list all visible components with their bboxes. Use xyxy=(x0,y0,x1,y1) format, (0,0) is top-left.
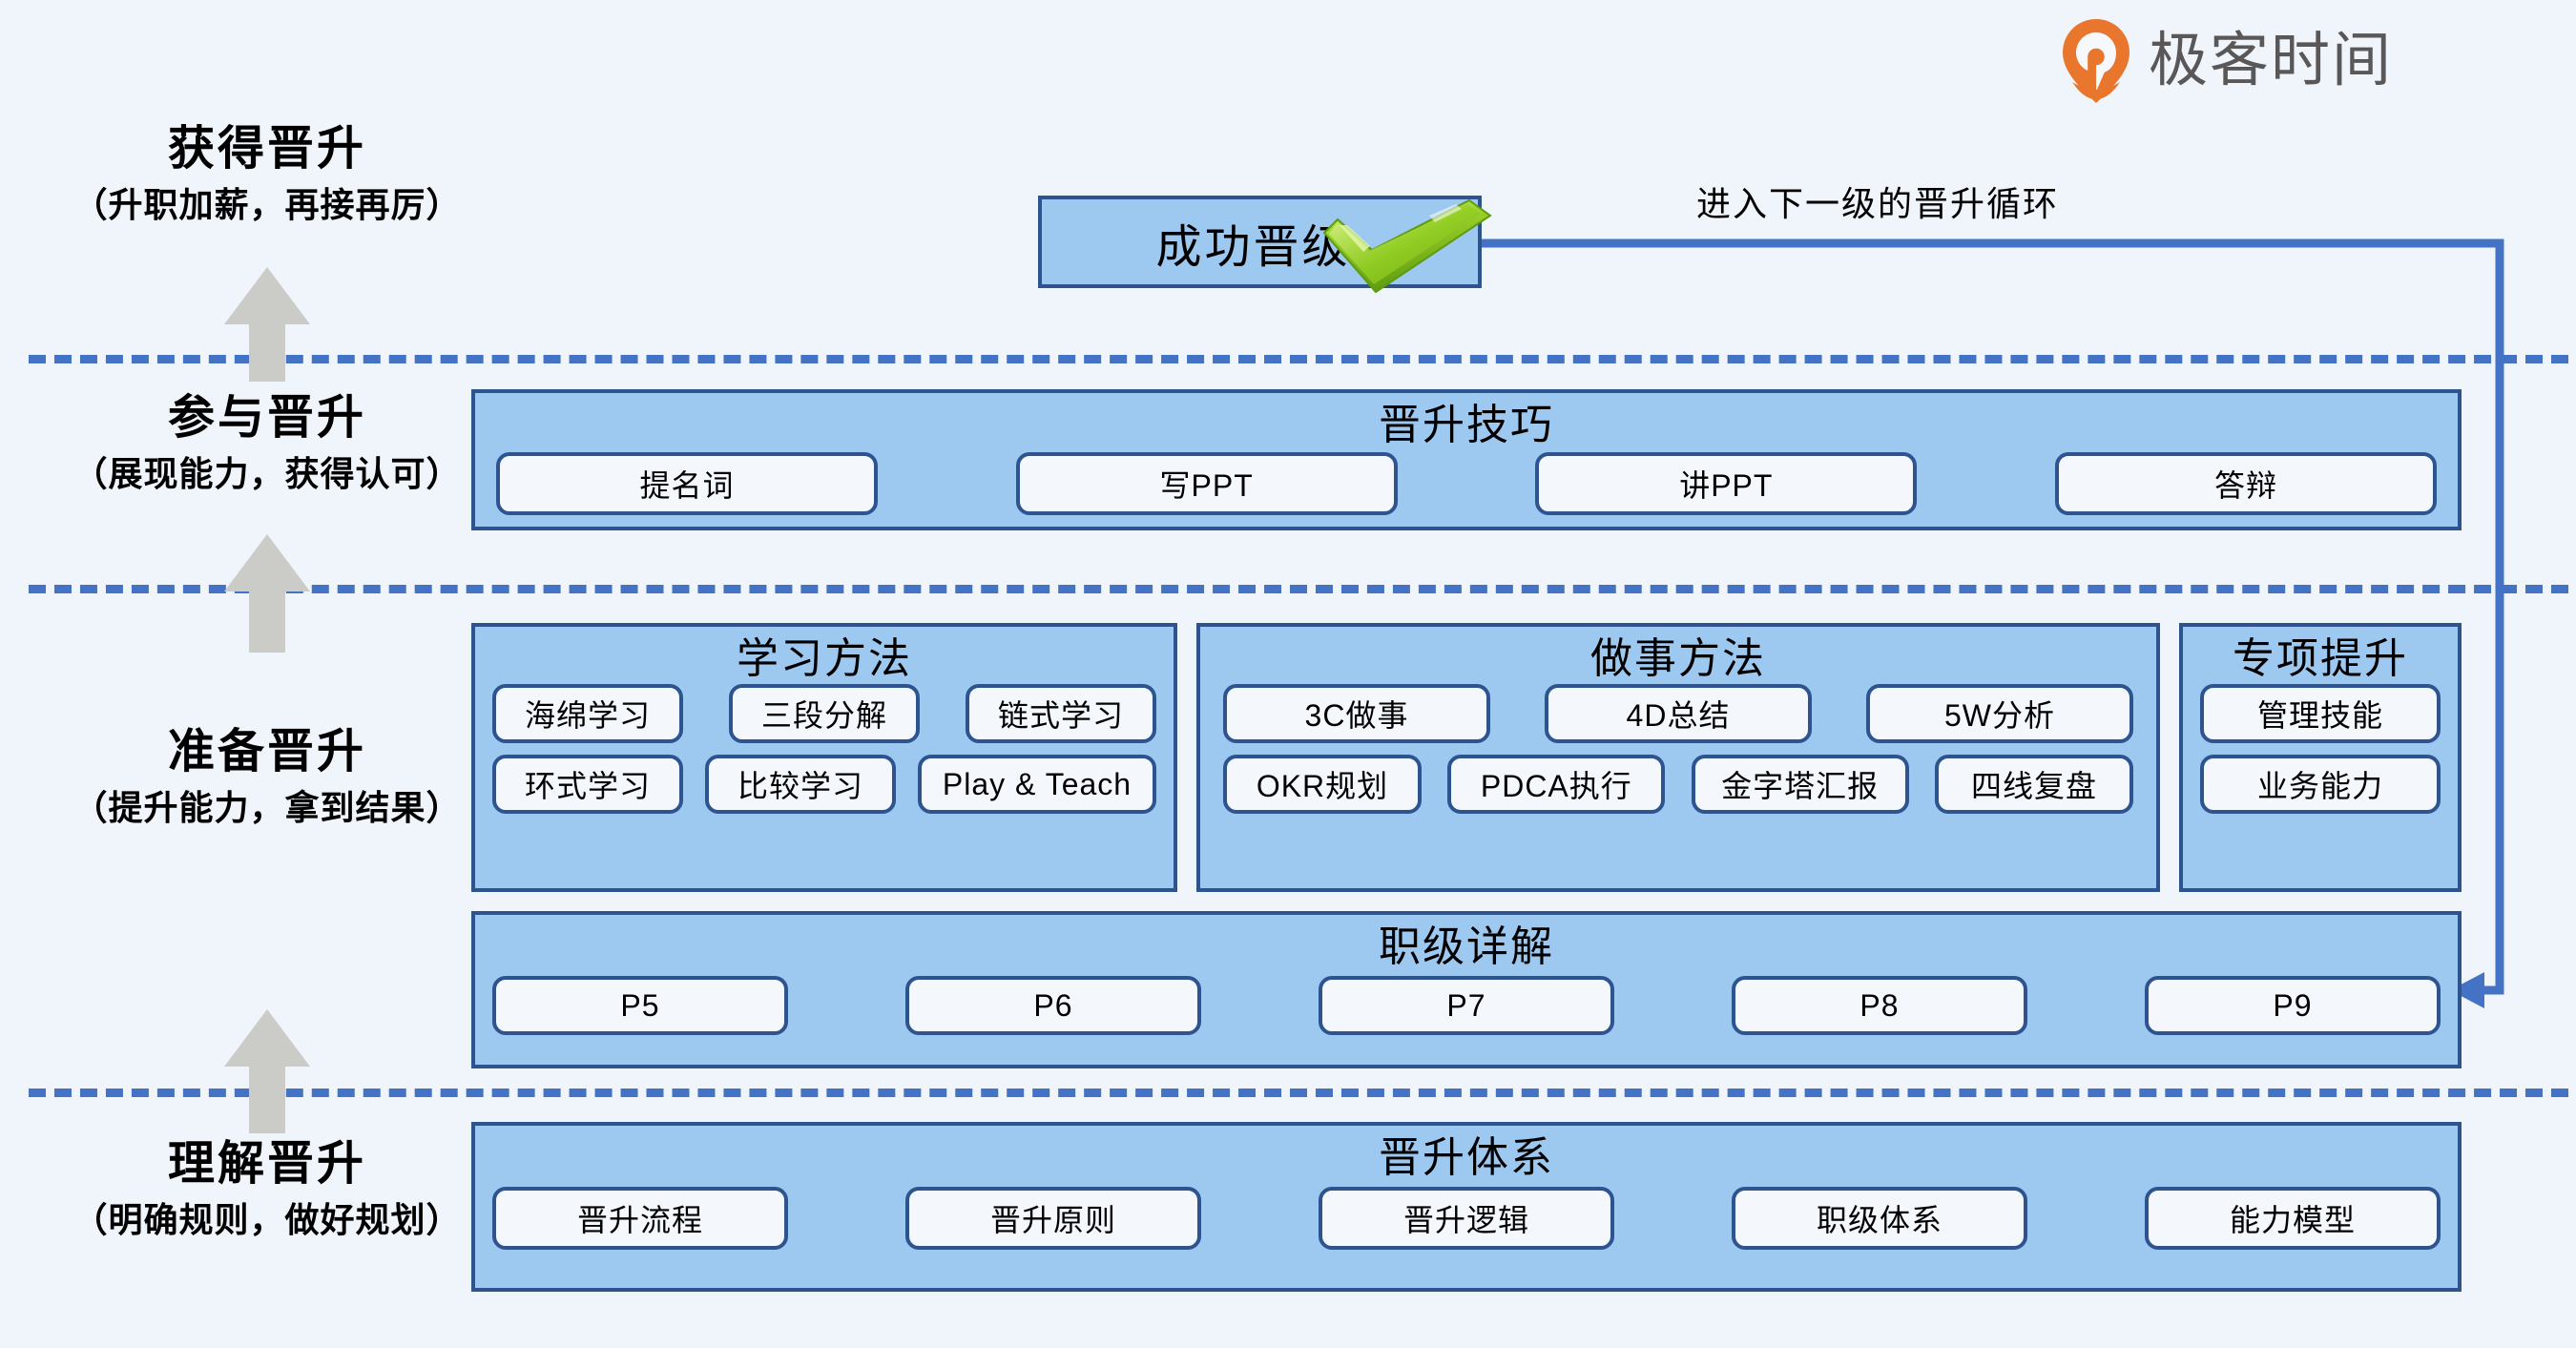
chip-sponge-study[interactable]: 海绵学习 xyxy=(492,684,683,744)
chip-level-system[interactable]: 职级体系 xyxy=(1732,1187,2027,1251)
stage-arrow-up-2 xyxy=(200,534,334,653)
chip-write-ppt[interactable]: 写PPT xyxy=(1015,452,1398,516)
stage-label-understand: 理解晋升 （明确规则，做好规划） xyxy=(73,1138,462,1239)
divider-line-2 xyxy=(29,585,2568,593)
chip-defense[interactable]: 答辩 xyxy=(2054,452,2437,516)
band-study-methods: 学习方法 海绵学习 三段分解 链式学习 环式学习 比较学习 Play & Tea… xyxy=(471,623,1177,892)
loop-arrow-label: 进入下一级的晋升循环 xyxy=(1696,184,2060,223)
chip-level-p7[interactable]: P7 xyxy=(1319,976,1614,1036)
geektime-pin-icon xyxy=(2061,17,2131,105)
chip-level-p9[interactable]: P9 xyxy=(2145,976,2441,1036)
chip-play-teach[interactable]: Play & Teach xyxy=(918,755,1156,815)
chip-level-p5[interactable]: P5 xyxy=(492,976,788,1036)
chip-promotion-logic[interactable]: 晋升逻辑 xyxy=(1319,1187,1614,1251)
chip-4d-summary[interactable]: 4D总结 xyxy=(1545,684,1812,744)
band-title-promotion-system: 晋升体系 xyxy=(1379,1134,1554,1181)
divider-line-1 xyxy=(29,355,2568,363)
band-promotion-skills: 晋升技巧 提名词 写PPT 讲PPT 答辩 xyxy=(471,389,2462,530)
success-promotion-label: 成功晋级 xyxy=(1155,221,1351,273)
stage-label-obtain: 获得晋升 （升职加薪，再接再厉） xyxy=(73,123,462,224)
brand-logo: 极客时间 xyxy=(2061,17,2393,105)
brand-name: 极客时间 xyxy=(2149,28,2394,93)
band-title-level-details: 职级详解 xyxy=(1379,923,1554,970)
chip-ring-study[interactable]: 环式学习 xyxy=(492,755,683,815)
chip-business-ability[interactable]: 业务能力 xyxy=(2200,755,2441,815)
chip-level-p6[interactable]: P6 xyxy=(905,976,1201,1036)
stage-arrow-up-1 xyxy=(200,267,334,382)
band-promotion-system: 晋升体系 晋升流程 晋升原则 晋升逻辑 职级体系 能力模型 xyxy=(471,1122,2462,1292)
chip-chain-study[interactable]: 链式学习 xyxy=(966,684,1156,744)
chip-promotion-process[interactable]: 晋升流程 xyxy=(492,1187,788,1251)
success-promotion-box[interactable]: 成功晋级 xyxy=(1038,196,1482,288)
band-level-details: 职级详解 P5 P6 P7 P8 P9 xyxy=(471,911,2462,1068)
chip-competency-model[interactable]: 能力模型 xyxy=(2145,1187,2441,1251)
stage-label-participate: 参与晋升 （展现能力，获得认可） xyxy=(73,392,462,493)
chip-four-line-review[interactable]: 四线复盘 xyxy=(1934,755,2133,815)
chip-management-skill[interactable]: 管理技能 xyxy=(2200,684,2441,744)
band-title-work-methods: 做事方法 xyxy=(1590,635,1766,682)
stage-arrow-up-3 xyxy=(200,1009,334,1133)
chip-3c-doing[interactable]: 3C做事 xyxy=(1223,684,1490,744)
chip-pyramid-report[interactable]: 金字塔汇报 xyxy=(1691,755,1909,815)
chip-present-ppt[interactable]: 讲PPT xyxy=(1535,452,1918,516)
chip-5w-analysis[interactable]: 5W分析 xyxy=(1866,684,2133,744)
band-title-promotion-skills: 晋升技巧 xyxy=(1379,402,1554,448)
chip-pdca-execute[interactable]: PDCA执行 xyxy=(1447,755,1666,815)
band-title-study-methods: 学习方法 xyxy=(737,635,912,682)
chip-level-p8[interactable]: P8 xyxy=(1732,976,2027,1036)
chip-okr-plan[interactable]: OKR规划 xyxy=(1223,755,1422,815)
chip-three-stage[interactable]: 三段分解 xyxy=(729,684,920,744)
band-work-methods: 做事方法 3C做事 4D总结 5W分析 OKR规划 PDCA执行 金字塔汇报 四… xyxy=(1196,623,2160,892)
divider-line-3 xyxy=(29,1089,2568,1097)
chip-timing-ci[interactable]: 提名词 xyxy=(496,452,878,516)
stage-label-prepare: 准备晋升 （提升能力，拿到结果） xyxy=(73,726,462,827)
band-title-special-uplift: 专项提升 xyxy=(2233,635,2408,682)
chip-promotion-principle[interactable]: 晋升原则 xyxy=(905,1187,1201,1251)
band-special-uplift: 专项提升 管理技能 业务能力 xyxy=(2179,623,2462,892)
chip-compare-study[interactable]: 比较学习 xyxy=(705,755,896,815)
